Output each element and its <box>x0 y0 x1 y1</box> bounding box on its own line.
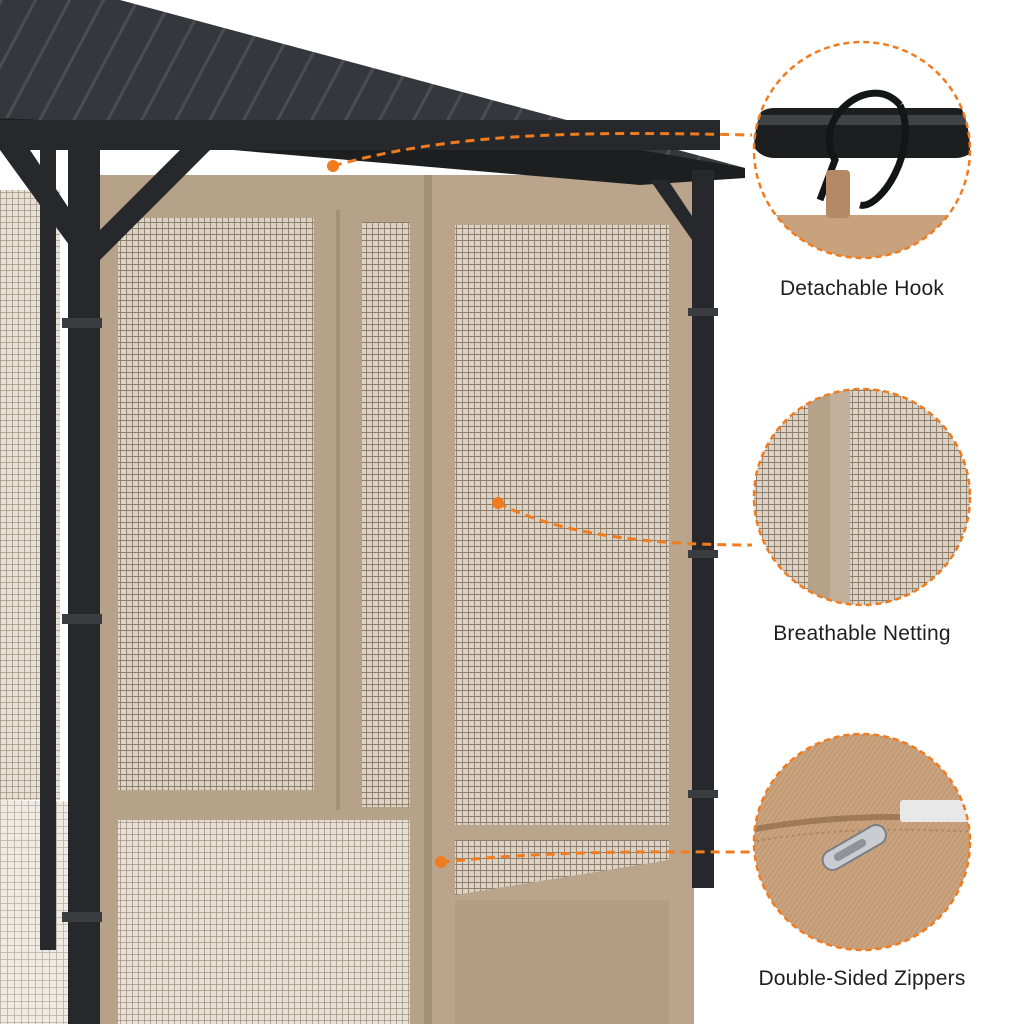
detail-hook-circle <box>752 40 972 260</box>
feature-label-double-sided-zippers: Double-Sided Zippers <box>758 967 966 990</box>
detail-zipper-circle <box>752 732 972 952</box>
callout-lines <box>332 132 753 864</box>
detail-netting-circle <box>752 387 972 607</box>
callout-dots <box>327 160 504 868</box>
mesh-curtain <box>100 175 694 1024</box>
feature-label-breathable-netting: Breathable Netting <box>773 622 951 645</box>
frame <box>0 120 720 1024</box>
feature-label-detachable-hook: Detachable Hook <box>779 277 945 300</box>
gazebo <box>0 0 745 1024</box>
